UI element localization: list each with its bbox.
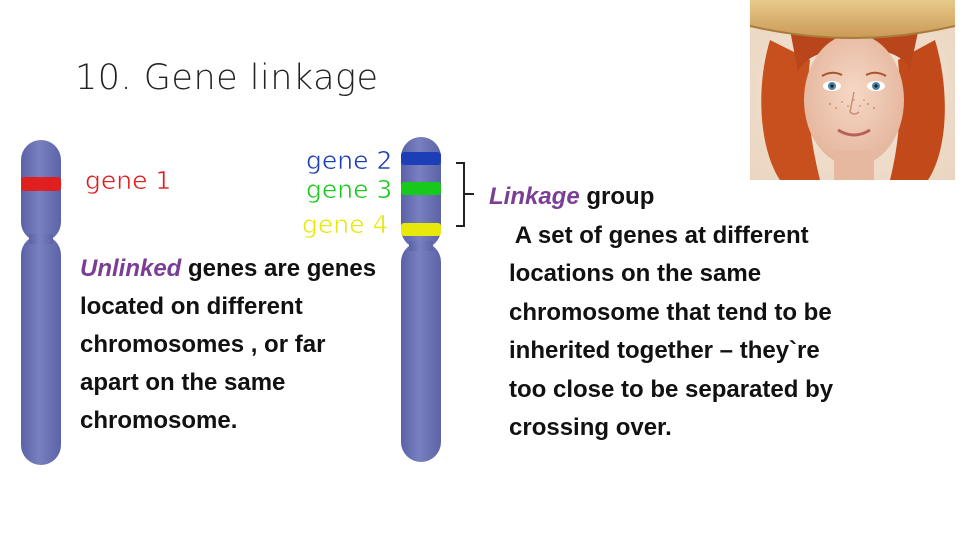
left-chromosome — [21, 140, 61, 465]
red-haired-girl-photo — [750, 0, 955, 180]
linkage-line: chromosome that tend to be — [509, 298, 832, 326]
gene-1-band — [21, 177, 61, 191]
linkage-line: too close to be separated by — [509, 375, 834, 403]
unlinked-text: genes are genes located on different chr… — [80, 255, 377, 434]
left-chromosome-lower-arm — [21, 235, 61, 465]
linkage-line: A set of genes at different — [509, 221, 809, 249]
unlinked-definition: Unlinked genes are genes located on diff… — [80, 250, 380, 440]
linkage-line: locations on the same — [509, 260, 762, 287]
linkage-line: crossing over. — [509, 414, 672, 441]
left-chromosome-centromere — [29, 234, 53, 244]
gene-4-label: gene 4 — [302, 210, 389, 239]
gene-1-label: gene 1 — [85, 166, 172, 195]
linkage-bracket — [456, 162, 474, 227]
slide-title: 10. Gene linkage — [75, 58, 379, 98]
linkage-heading: Linkage group — [489, 178, 909, 217]
gene-2-band — [401, 152, 441, 165]
linkage-term: Linkage — [489, 183, 580, 210]
linkage-line: inherited together – they`re — [509, 337, 820, 364]
gene-2-label: gene 2 — [306, 146, 393, 175]
gene-3-label: gene 3 — [306, 175, 393, 204]
gene-4-band — [401, 223, 441, 236]
right-chromosome-centromere — [409, 241, 433, 251]
right-chromosome — [401, 137, 441, 462]
right-chromosome-lower-arm — [401, 242, 441, 462]
gene-3-band — [401, 182, 441, 195]
linkage-definition: Linkage group A set of genes at differen… — [489, 178, 909, 448]
linkage-heading-rest: group — [579, 183, 655, 210]
unlinked-term: Unlinked — [80, 255, 182, 282]
